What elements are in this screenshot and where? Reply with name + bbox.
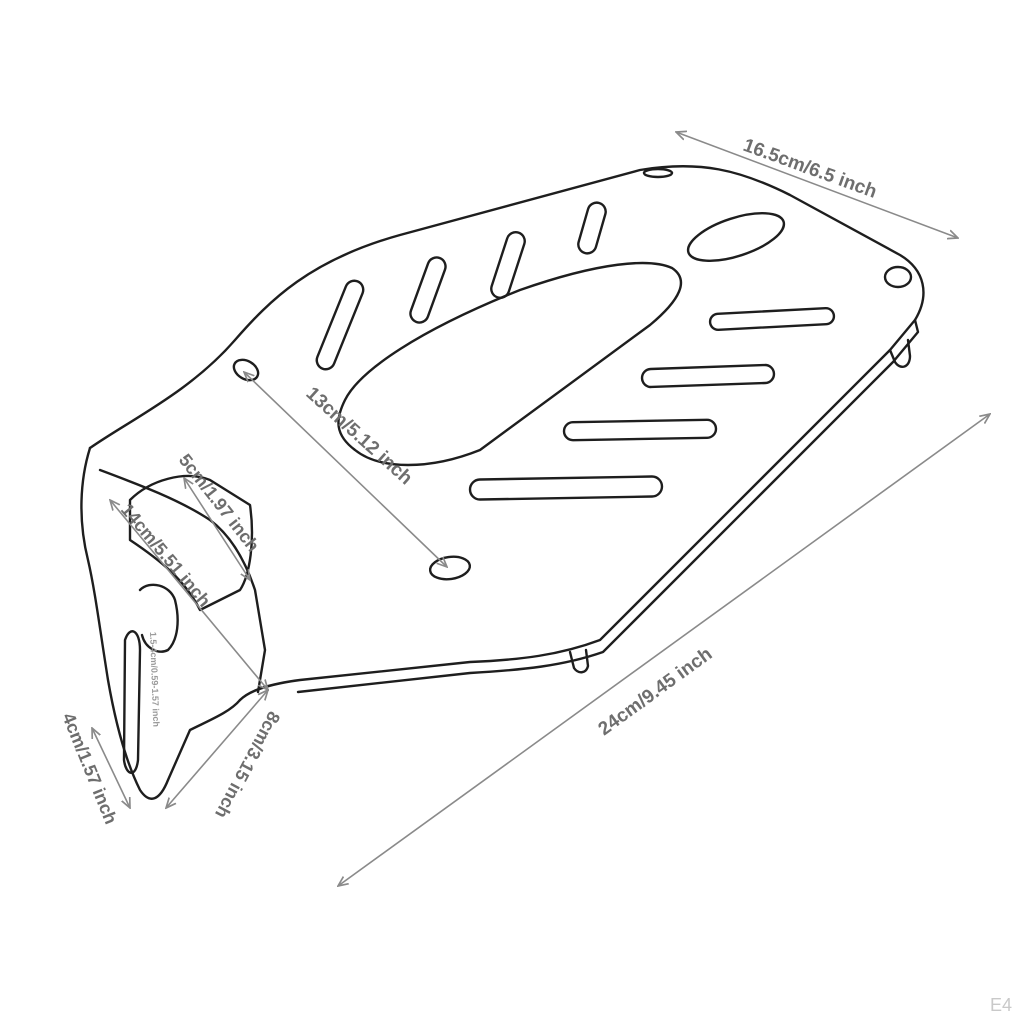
label-width-top: 16.5cm/6.5 inch bbox=[740, 135, 879, 203]
hole-top-small bbox=[642, 167, 674, 179]
dimension-lines bbox=[92, 132, 990, 886]
leg-right bbox=[888, 338, 912, 368]
label-leg-height: 8cm/3.15 inch bbox=[211, 708, 284, 822]
slot-right-2 bbox=[640, 363, 776, 389]
label-bracket-length: 14cm/5.51 inch bbox=[117, 500, 215, 611]
slot-left-2 bbox=[409, 256, 447, 324]
leg-bottom bbox=[568, 648, 590, 674]
slot-right-1 bbox=[708, 306, 836, 332]
plate-outline bbox=[88, 165, 925, 702]
dim-line-length bbox=[338, 414, 990, 886]
dimension-labels: 16.5cm/6.5 inch 24cm/9.45 inch 13cm/5.12… bbox=[58, 135, 879, 827]
plate-edge bbox=[296, 318, 920, 694]
hole-left bbox=[232, 358, 260, 382]
bracket-slot bbox=[122, 630, 142, 774]
center-slot bbox=[337, 261, 683, 467]
dim-line-bracket-length bbox=[110, 500, 268, 690]
hole-bottom bbox=[428, 555, 472, 581]
dim-line-leg-depth bbox=[92, 728, 130, 808]
slot-left-4 bbox=[577, 201, 607, 255]
label-length: 24cm/9.45 inch bbox=[595, 644, 717, 740]
dim-line-leg-height bbox=[166, 690, 268, 808]
label-hole-spacing: 13cm/5.12 inch bbox=[302, 383, 417, 489]
slot-oval bbox=[686, 212, 786, 262]
hole-top-right bbox=[883, 265, 913, 289]
label-slot-size: 1.5-4cm/0.59-1.57 inch bbox=[148, 632, 161, 727]
slot-right-4 bbox=[468, 475, 664, 501]
slot-left-3 bbox=[490, 231, 526, 299]
dim-line-width-top bbox=[676, 132, 958, 238]
slot-left-1 bbox=[315, 279, 365, 371]
label-bracket-width: 5cm/1.97 inch bbox=[175, 450, 263, 555]
dim-line-hole-spacing bbox=[244, 372, 447, 567]
slot-right-3 bbox=[562, 418, 718, 442]
image-tag: E4 bbox=[989, 995, 1012, 1015]
